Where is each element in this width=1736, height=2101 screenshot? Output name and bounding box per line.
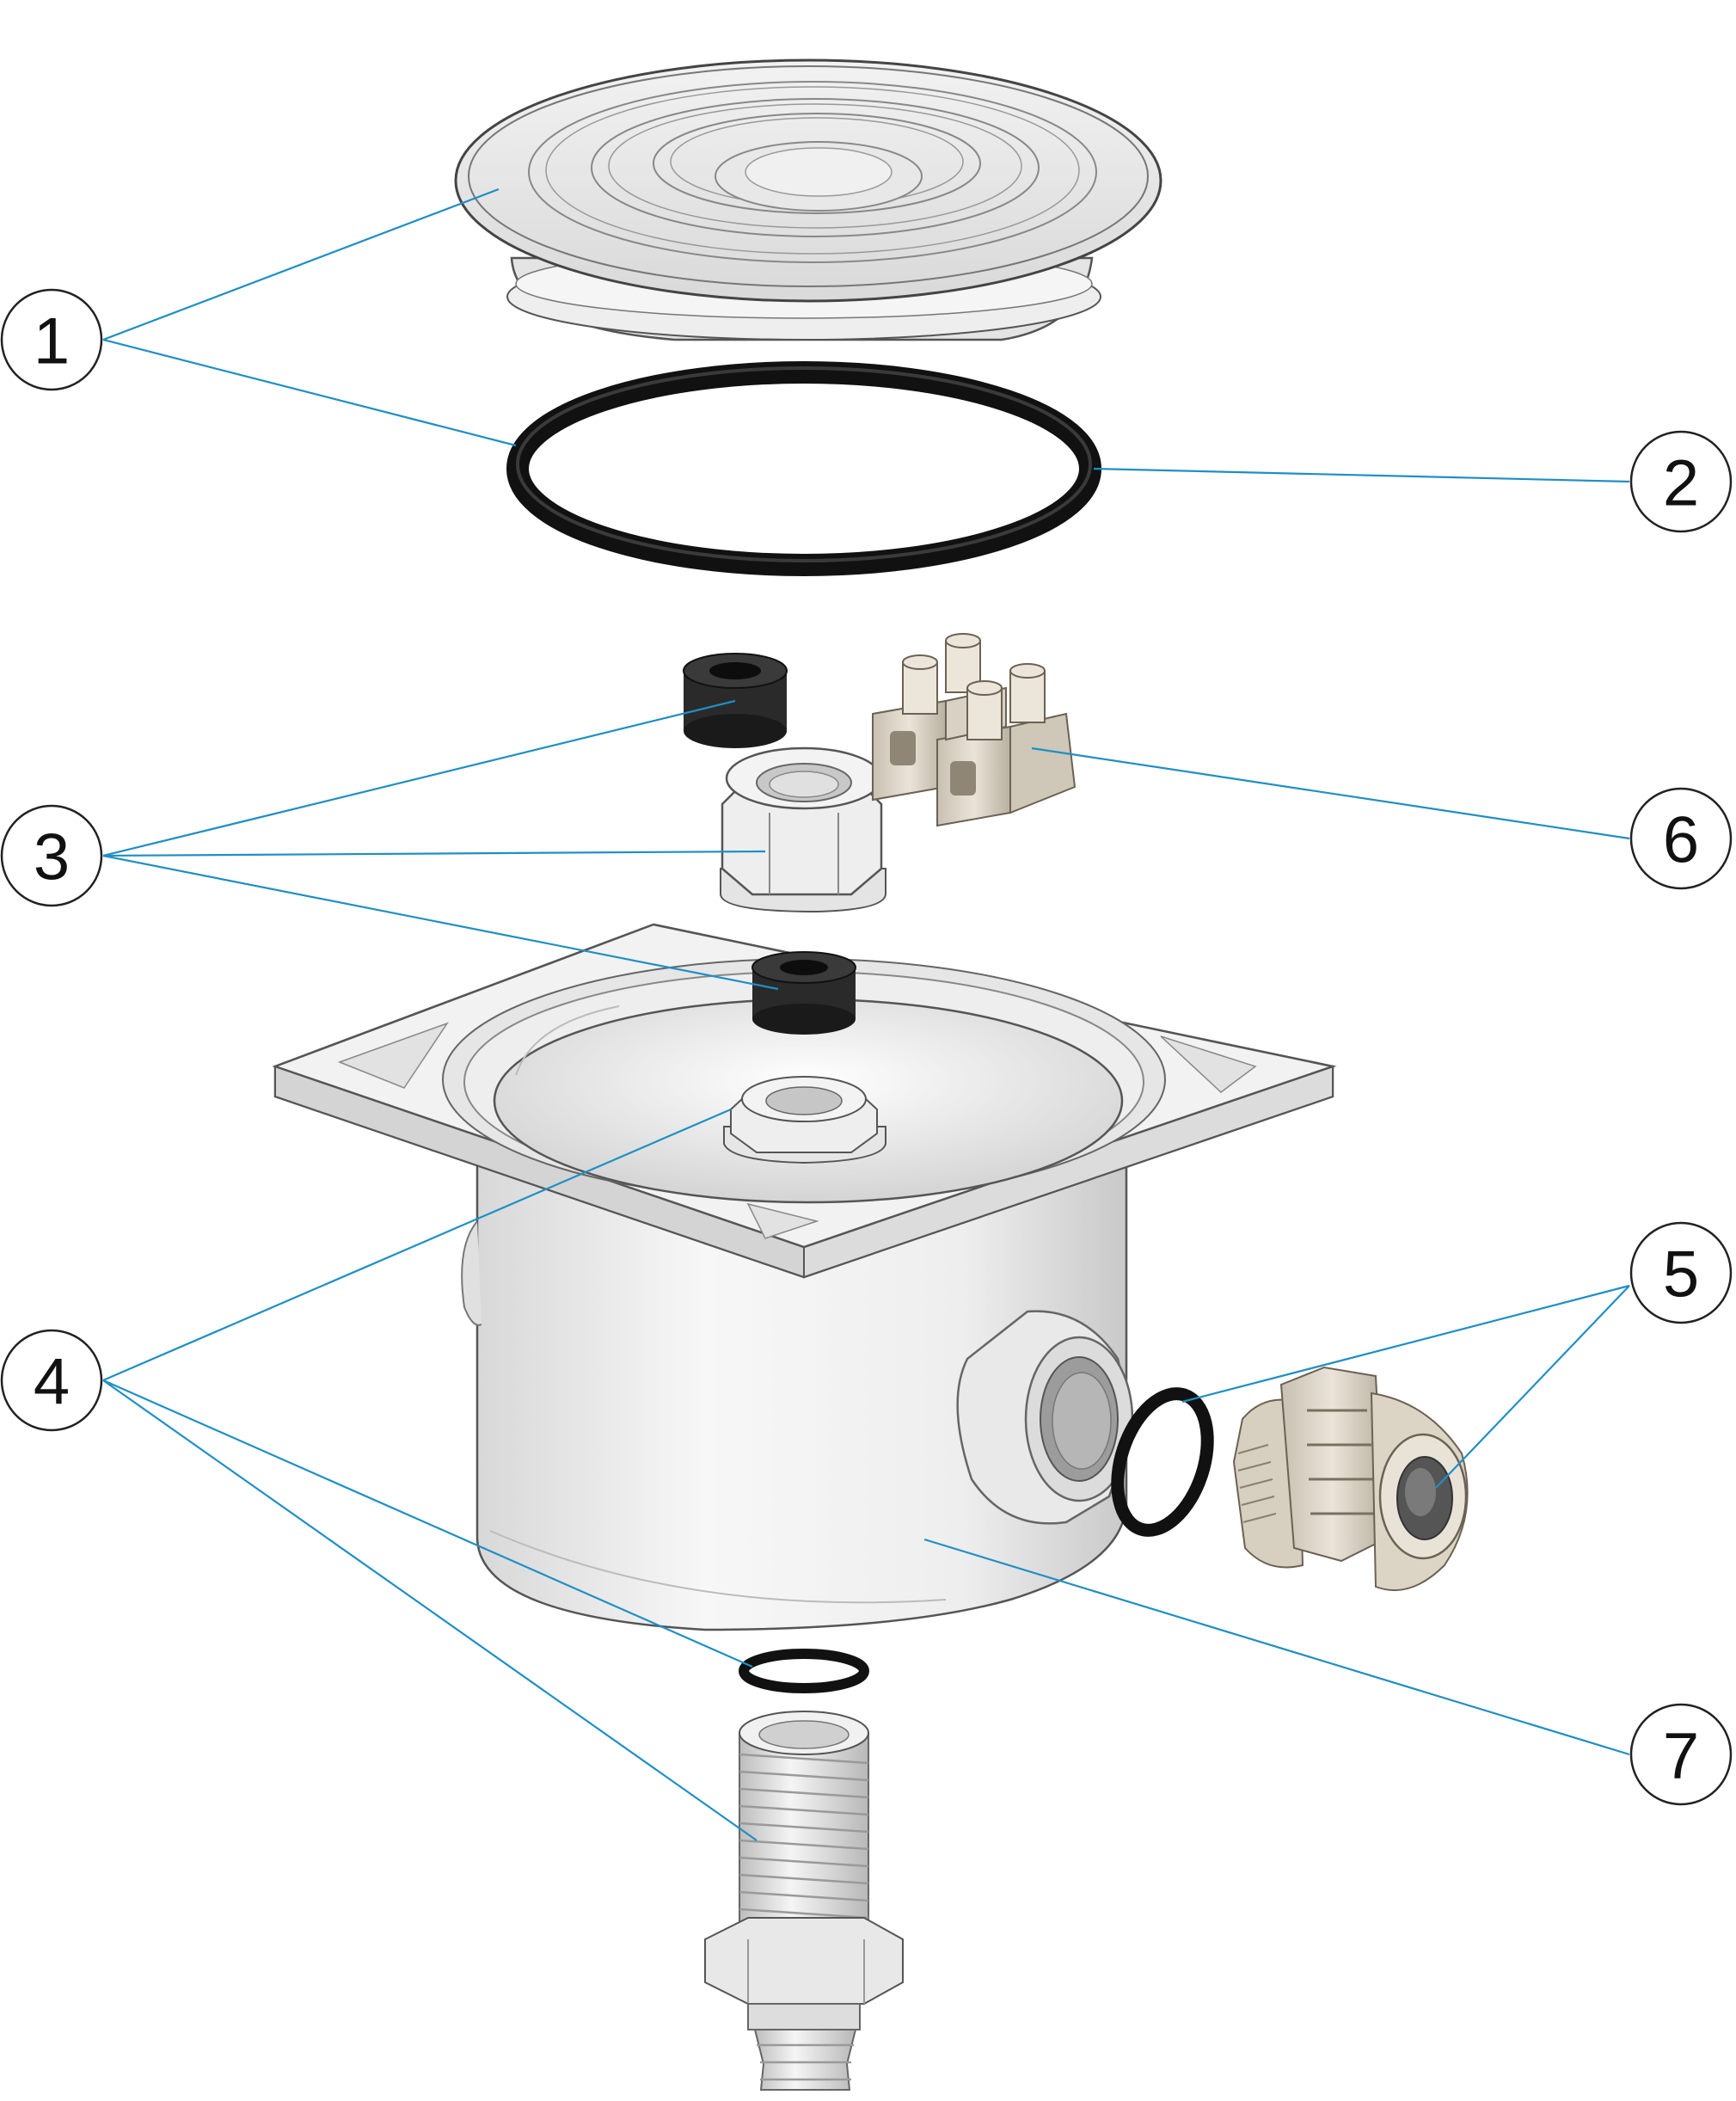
leader-1-lid [102, 187, 500, 341]
leader-1-ring [102, 338, 517, 447]
callout-4-label: 4 [34, 1346, 70, 1419]
leader-4-connector [102, 1379, 758, 1841]
callout-6: 6 [1629, 787, 1733, 890]
callout-6-label: 6 [1663, 804, 1699, 877]
leader-6 [1031, 746, 1630, 840]
lid-cover [454, 58, 1162, 341]
leader-5-oring [1181, 1284, 1630, 1404]
callout-7-label: 7 [1663, 1720, 1699, 1793]
callout-2-label: 2 [1663, 447, 1699, 520]
leader-7 [923, 1538, 1630, 1756]
connector-o-ring [739, 1649, 869, 1693]
leader-3-bushing [102, 699, 736, 857]
leader-2 [1093, 467, 1630, 483]
leader-4-oring [102, 1379, 753, 1668]
cable-gland [1232, 1366, 1469, 1592]
leader-4-nut [102, 1108, 732, 1382]
callout-3-label: 3 [34, 821, 70, 894]
callout-4: 4 [0, 1329, 103, 1432]
callout-1-label: 1 [34, 305, 70, 378]
callout-3: 3 [0, 804, 103, 907]
threaded-connector [704, 1711, 904, 2091]
inner-hex-nut [723, 1076, 886, 1164]
leader-5-gland [1435, 1285, 1630, 1489]
leader-3-inner [102, 854, 779, 991]
callout-2: 2 [1629, 430, 1733, 533]
callout-5-label: 5 [1663, 1238, 1699, 1312]
cable-gland-o-ring [1111, 1387, 1214, 1537]
callout-1: 1 [0, 288, 103, 391]
hex-nut [720, 746, 886, 913]
rubber-bushing-inner [751, 951, 856, 1035]
large-o-ring [506, 361, 1101, 576]
callout-5: 5 [1629, 1221, 1733, 1324]
side-port [956, 1310, 1134, 1525]
callout-7: 7 [1629, 1703, 1733, 1806]
terminal-block [872, 633, 1077, 827]
leader-lines [102, 187, 1630, 1841]
leader-3-nut [102, 850, 766, 857]
